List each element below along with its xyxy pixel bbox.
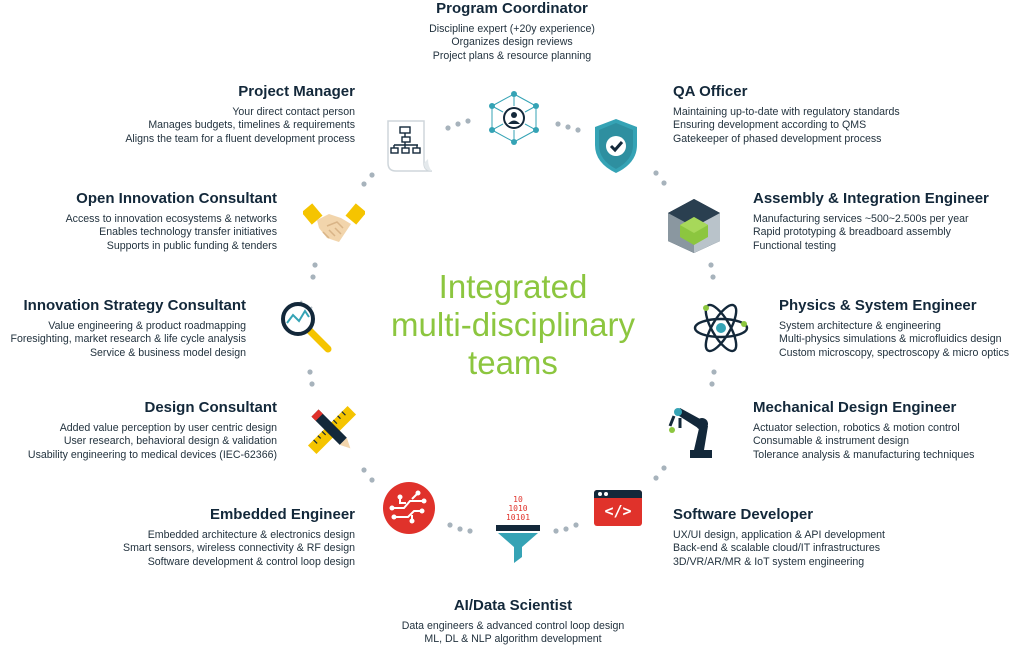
role-title: Embedded Engineer xyxy=(209,506,355,523)
role-line: Usability engineering to medical devices… xyxy=(27,448,277,461)
role-line: Foresighting, market research & life cyc… xyxy=(10,333,246,346)
role-line: Actuator selection, robotics & motion co… xyxy=(753,422,960,434)
role-line: UX/UI design, application & API developm… xyxy=(673,529,885,541)
role-line: Aligns the team for a fluent development… xyxy=(125,132,355,145)
center-title-line1: Integrated xyxy=(438,268,588,305)
role-mechanical-design-engineer: Mechanical Design Engineer Actuator sele… xyxy=(753,399,974,462)
network-person-icon xyxy=(489,91,539,145)
role-title: Program Coordinator xyxy=(436,0,588,17)
role-line: Access to innovation ecosystems & networ… xyxy=(65,213,277,225)
role-title: Open Innovation Consultant xyxy=(76,190,277,207)
binary-line-3: 10101 xyxy=(505,513,531,522)
role-line: Maintaining up-to-date with regulatory s… xyxy=(673,106,900,118)
center-title: Integrated multi-disciplinary teams xyxy=(391,268,635,382)
role-line: Gatekeeper of phased development process xyxy=(673,132,882,145)
role-software-developer: Software Developer UX/UI design, applica… xyxy=(673,506,885,569)
role-line: Value engineering & product roadmapping xyxy=(48,320,246,332)
funnel-icon xyxy=(496,525,540,563)
data-funnel-icon: 10 1010 10101 xyxy=(494,495,542,569)
org-chart-document-icon xyxy=(387,120,433,172)
binary-line-1: 10 xyxy=(513,495,523,504)
role-qa-officer: QA Officer Maintaining up-to-date with r… xyxy=(673,83,900,146)
role-line: Back-end & scalable cloud/IT infrastruct… xyxy=(673,542,881,555)
role-line: Custom microscopy, spectroscopy & micro … xyxy=(779,346,1009,359)
role-line: Your direct contact person xyxy=(232,106,355,118)
role-line: Smart sensors, wireless connectivity & R… xyxy=(123,542,355,555)
role-title: Software Developer xyxy=(673,506,814,523)
role-line: Service & business model design xyxy=(89,346,246,359)
role-line: Software development & control loop desi… xyxy=(147,555,355,568)
role-line: 3D/VR/AR/MR & IoT system engineering xyxy=(673,555,865,568)
role-innovation-strategy-consultant: Innovation Strategy Consultant Value eng… xyxy=(10,297,246,360)
role-line: Manufacturing services ~500~2.500s per y… xyxy=(753,213,969,225)
center-title-line2: multi-disciplinary xyxy=(391,306,635,343)
role-line: Project plans & resource planning xyxy=(432,49,592,62)
role-title: AI/Data Scientist xyxy=(453,597,573,614)
magnifier-icon xyxy=(281,300,332,353)
shield-check-icon xyxy=(595,119,637,173)
role-line: Consumable & instrument design xyxy=(753,435,910,448)
role-line: Tolerance analysis & manufacturing techn… xyxy=(753,448,975,461)
role-ai-data-scientist: AI/Data Scientist Data engineers & advan… xyxy=(402,597,625,647)
ruler-pencil-icon xyxy=(307,405,357,455)
handshake-icon xyxy=(303,203,365,242)
role-line: Added value perception by user centric d… xyxy=(59,422,277,434)
role-assembly-integration-engineer: Assembly & Integration Engineer Manufact… xyxy=(753,190,989,253)
role-line: Embedded architecture & electronics desi… xyxy=(147,529,355,541)
robot-arm-icon xyxy=(668,408,712,458)
role-line: Supports in public funding & tenders xyxy=(106,239,277,252)
binary-line-2: 1010 xyxy=(508,504,528,513)
role-line: Data engineers & advanced control loop d… xyxy=(401,620,625,632)
role-program-coordinator: Program Coordinator Discipline expert (+… xyxy=(429,0,595,63)
role-line: Rapid prototyping & breadboard assembly xyxy=(753,226,951,239)
role-title: Project Manager xyxy=(238,83,355,100)
role-line: Enables technology transfer initiatives xyxy=(99,226,277,239)
role-title: QA Officer xyxy=(673,83,748,100)
circuit-icon xyxy=(383,482,435,534)
atom-icon xyxy=(693,303,749,353)
role-line: User research, behavioral design & valid… xyxy=(63,435,277,448)
role-title: Mechanical Design Engineer xyxy=(753,399,957,416)
role-title: Design Consultant xyxy=(144,399,277,416)
role-physics-system-engineer: Physics & System Engineer System archite… xyxy=(779,297,1009,360)
role-title: Innovation Strategy Consultant xyxy=(23,297,246,314)
role-title: Assembly & Integration Engineer xyxy=(753,190,989,207)
role-open-innovation-consultant: Open Innovation Consultant Access to inn… xyxy=(66,190,277,253)
code-symbol: </> xyxy=(604,502,632,520)
role-title: Physics & System Engineer xyxy=(779,297,977,314)
role-embedded-engineer: Embedded Engineer Embedded architecture … xyxy=(123,506,355,569)
role-line: Organizes design reviews xyxy=(451,36,573,49)
role-line: Ensuring development according to QMS xyxy=(673,119,867,132)
role-line: Multi-physics simulations & microfluidic… xyxy=(779,333,1002,346)
role-project-manager: Project Manager Your direct contact pers… xyxy=(125,83,355,146)
role-design-consultant: Design Consultant Added value perception… xyxy=(28,399,277,462)
center-title-line3: teams xyxy=(468,344,558,381)
role-line: Manages budgets, timelines & requirement… xyxy=(148,119,355,132)
code-window-icon: </> xyxy=(594,490,642,526)
role-line: Discipline expert (+20y experience) xyxy=(429,23,595,35)
role-line: Functional testing xyxy=(753,239,837,252)
cube-icon xyxy=(668,199,720,253)
role-line: System architecture & engineering xyxy=(779,320,941,332)
role-line: ML, DL & NLP algorithm development xyxy=(424,633,602,646)
